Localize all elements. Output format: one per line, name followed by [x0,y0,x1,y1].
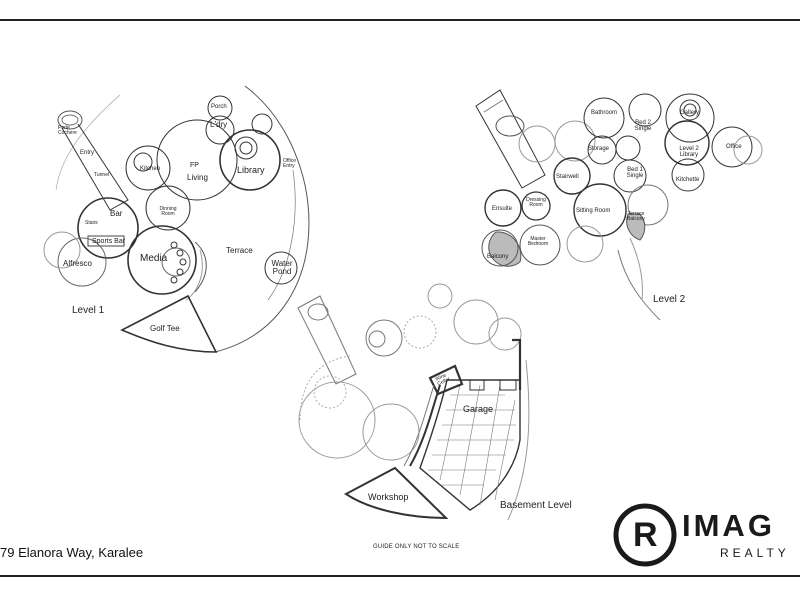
level1-room-entry: Entry [80,150,95,156]
property-address: 79 Elanora Way, Karalee [0,545,144,560]
level2-room-balcony: Balcony [487,254,509,260]
level2-room-bed1: Bed 1 Single [626,167,644,179]
scale-disclaimer: GUIDE ONLY NOT TO SCALE [373,544,460,550]
level1-room-office-entry: Office Entry [283,158,296,169]
brand-logo-sub: REALTY [720,546,790,560]
level2-room-sitting: Sitting Room [576,208,611,214]
bottom-border-line [0,575,800,577]
level2-room-dressing: Dressing Room [526,197,546,208]
level2-room-master-bedroom: Master Bedroom [527,236,549,247]
level1-room-bar: Bar [110,209,123,218]
level1-room-tunnel: Tunnel [94,172,110,178]
level2-outline [475,89,763,321]
level1-room-dining: Dinning Room [159,206,177,217]
brand-logo-word: IMAG [682,508,775,543]
level1-title: Level 1 [72,305,105,316]
level1-room-library: Library [237,165,265,175]
level2-title: Level 2 [653,294,686,305]
level1-room-water-pond: Water Pond [271,259,293,276]
level1-room-fireplace: FP [190,162,199,169]
level1-room-living: Living [187,173,208,182]
top-border-line [0,19,800,21]
level2-room-bathroom: Bathroom [591,110,618,116]
level2-room-kitchette: Kitchette [676,177,700,183]
level1-room-porte-cochere: Porte Cochere [58,125,77,136]
basement-title: Basement Level [500,500,572,511]
level2-room-library: Level 2 Library [679,146,699,158]
level2-room-bed2: Bed 2 Single [634,120,652,132]
basement-room-garage: Garage [463,404,494,414]
level1-room-laundry: L'dry [210,120,228,129]
level1-room-kitchen: Kitchen [140,166,161,172]
basement-room-workshop: Workshop [368,492,409,502]
level2-room-storage: Storage [588,146,610,152]
level1-room-media: Media [140,253,168,264]
level2-room-ensuite: Ensuite [492,206,513,212]
level1-room-golf-tee: Golf Tee [150,324,180,333]
level2-room-terrace-balcony: Terrace Balcony [627,211,645,222]
level2-room-gallery: Gallery [680,110,700,116]
level1-room-stairs: Stairs [85,220,98,226]
level1-room-terrace: Terrace [226,246,253,255]
level1-outline [43,85,310,353]
level1-room-alfresco: Alfresco [63,259,92,268]
level1-room-sports-bar: Sports Bar [92,238,126,245]
brand-logo-circle [613,503,677,567]
brand-logo: R IMAG REALTY [610,502,800,572]
basement-outline [297,283,530,521]
level2-room-office: Office [726,144,742,150]
level2-room-stairwell: Stairwell [556,174,579,180]
level1-room-porch: Porch [211,104,227,110]
brand-logo-glyph: R [633,516,658,554]
